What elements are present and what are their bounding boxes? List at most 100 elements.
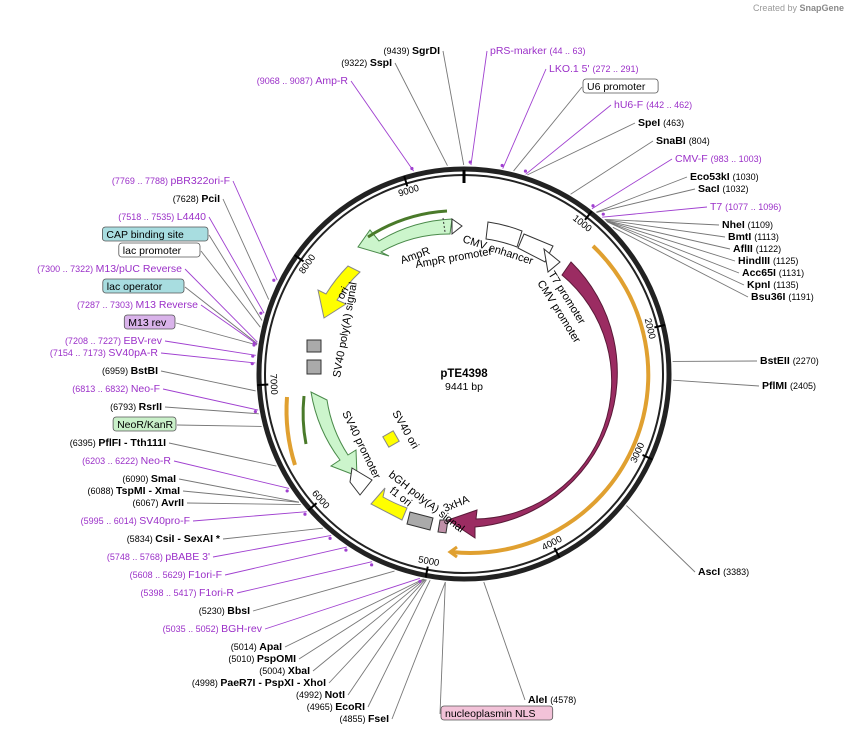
- enzyme-site-label[interactable]: (4998) PaeR7I - PspXI - XhoI: [192, 677, 326, 689]
- tick-label: 2000: [642, 317, 658, 340]
- enzyme-site-label[interactable]: (6793) RsrII: [110, 401, 162, 413]
- leader-line: [192, 511, 307, 522]
- enzyme-site-label[interactable]: (9439) SgrDI: [383, 45, 440, 57]
- enzyme-site-label[interactable]: (9322) SspI: [341, 57, 392, 69]
- enzyme-site-label[interactable]: Eco53kI (1030): [690, 171, 759, 183]
- f1-ori-arc[interactable]: [370, 487, 408, 521]
- primer-label[interactable]: LKO.1 5' (272 .. 291): [549, 63, 638, 75]
- primer-label[interactable]: (5995 .. 6014) SV40pro-F: [81, 515, 190, 527]
- enzyme-site-label[interactable]: Acc65I (1131): [742, 267, 804, 279]
- label-name: L4440: [177, 211, 206, 223]
- primer-label[interactable]: (9068 .. 9087) Amp-R: [257, 75, 349, 87]
- enzyme-text: (4992) NotI: [296, 689, 345, 701]
- feature-box-label[interactable]: U6 promoter: [582, 78, 659, 94]
- enzyme-site-label[interactable]: AleI (4578): [528, 694, 576, 706]
- cmv-enhancer-arc[interactable]: [485, 221, 523, 248]
- enzyme-site-label[interactable]: (6959) BstBI: [102, 365, 158, 377]
- label-position: (5230): [199, 606, 228, 616]
- feature-box-label[interactable]: lac promoter: [118, 242, 201, 258]
- enzyme-site-label[interactable]: SacI (1032): [698, 183, 749, 195]
- primer-label[interactable]: (6203 .. 6222) Neo-R: [82, 455, 171, 467]
- enzyme-site-label[interactable]: (4965) EcoRI: [307, 701, 365, 713]
- tick-mark: [257, 383, 269, 387]
- label-position: (7287 .. 7303): [77, 300, 136, 310]
- leader-line: [442, 50, 465, 166]
- enzyme-site-label[interactable]: SnaBI (804): [656, 135, 710, 147]
- enzyme-site-label[interactable]: (5010) PspOMI: [228, 653, 296, 665]
- ori-arc[interactable]: [317, 265, 361, 319]
- enzyme-text: (4998) PaeR7I - PspXI - XhoI: [192, 677, 326, 689]
- feature-box-label[interactable]: CAP binding site: [102, 226, 209, 242]
- enzyme-site-label[interactable]: (6088) TspMI - XmaI: [87, 485, 180, 497]
- enzyme-site-label[interactable]: AflII (1122): [733, 243, 781, 255]
- enzyme-site-label[interactable]: (7628) PciI: [173, 193, 220, 205]
- enzyme-site-label[interactable]: (5014) ApaI: [231, 641, 282, 653]
- label-name: SnaBI: [656, 135, 689, 147]
- enzyme-site-label[interactable]: PflMI (2405): [762, 380, 816, 392]
- label-position: (5004): [259, 666, 288, 676]
- label-name: SacI: [698, 183, 723, 195]
- primer-label[interactable]: (5748 .. 5768) pBABE 3': [107, 551, 210, 563]
- primer-label[interactable]: pRS-marker (44 .. 63): [490, 45, 586, 57]
- label-position: (6067): [133, 498, 162, 508]
- primer-label[interactable]: (7518 .. 7535) L4440: [118, 211, 206, 223]
- enzyme-site-label[interactable]: SpeI (463): [638, 117, 684, 129]
- sv40-ori-block[interactable]: [382, 430, 400, 448]
- enzyme-text: (6395) PflFI - Tth111I: [70, 437, 166, 449]
- enzyme-site-label[interactable]: BstEII (2270): [760, 355, 819, 367]
- feature-box-label[interactable]: lac operator: [102, 278, 185, 294]
- leader-line: [212, 534, 332, 558]
- primer-site-mark: [418, 579, 422, 583]
- primer-label[interactable]: T7 (1077 .. 1096): [710, 201, 781, 213]
- primer-label[interactable]: (7769 .. 7788) pBR322ori-F: [112, 175, 230, 187]
- enzyme-site-label[interactable]: (4855) FseI: [339, 713, 389, 725]
- feature-box-label[interactable]: NeoR/KanR: [112, 416, 177, 432]
- enzyme-site-label[interactable]: Bsu36I (1191): [751, 291, 814, 303]
- primer-label[interactable]: (5398 .. 5417) F1ori-R: [140, 587, 234, 599]
- enzyme-site-label[interactable]: BmtI (1113): [728, 231, 779, 243]
- lbcpf1-orf-arc: [451, 244, 651, 555]
- primer-label[interactable]: CMV-F (983 .. 1003): [675, 153, 762, 165]
- ampr-arc[interactable]: [357, 218, 453, 257]
- leader-line: [391, 581, 446, 720]
- enzyme-site-label[interactable]: KpnI (1135): [747, 279, 799, 291]
- enzyme-site-label[interactable]: HindIII (1125): [738, 255, 798, 267]
- primer-text: (5398 .. 5417) F1ori-R: [140, 587, 234, 599]
- tick-mark: [307, 502, 318, 512]
- label-name: CMV-F: [675, 153, 711, 165]
- label-position: (1131): [779, 268, 804, 278]
- bgh-polya-block[interactable]: [406, 511, 434, 531]
- label-position: (4578): [550, 695, 576, 705]
- enzyme-site-label[interactable]: NheI (1109): [722, 219, 773, 231]
- label-name: SpeI: [638, 117, 663, 129]
- 3xha-block[interactable]: [437, 519, 449, 534]
- enzyme-site-label[interactable]: (4992) NotI: [296, 689, 345, 701]
- primer-label[interactable]: (7208 .. 7227) EBV-rev: [65, 335, 163, 347]
- primer-label[interactable]: (6813 .. 6832) Neo-F: [72, 383, 160, 395]
- enzyme-site-label[interactable]: (6067) AvrII: [133, 497, 185, 509]
- feature-box-label[interactable]: M13 rev: [123, 314, 176, 330]
- label-position: (4992): [296, 690, 325, 700]
- leader-line: [186, 502, 301, 505]
- enzyme-site-label[interactable]: (5230) BbsI: [199, 605, 250, 617]
- label-name: Amp-R: [315, 75, 348, 87]
- primer-label[interactable]: hU6-F (442 .. 462): [614, 99, 692, 111]
- enzyme-text: (5004) XbaI: [259, 665, 310, 677]
- primer-label[interactable]: (7154 .. 7173) SV40pA-R: [50, 347, 159, 359]
- primer-label[interactable]: (5035 .. 5052) BGH-rev: [163, 623, 263, 635]
- leader-line: [164, 406, 259, 415]
- enzyme-site-label[interactable]: (5004) XbaI: [259, 665, 310, 677]
- primer-label[interactable]: (7287 .. 7303) M13 Reverse: [77, 299, 198, 311]
- sv40-polya-block[interactable]: [306, 339, 322, 353]
- primer-site-mark: [410, 166, 414, 171]
- lbcpf1-arc[interactable]: [446, 261, 618, 539]
- feature-box-label[interactable]: nucleoplasmin NLS: [440, 705, 554, 721]
- primer-label[interactable]: (7300 .. 7322) M13/pUC Reverse: [37, 263, 182, 275]
- enzyme-site-label[interactable]: AscI (3383): [698, 566, 749, 578]
- primer-label[interactable]: (5608 .. 5629) F1ori-F: [130, 569, 222, 581]
- leader-line: [208, 234, 263, 321]
- enzyme-site-label[interactable]: (6395) PflFI - Tth111I: [70, 437, 166, 449]
- enzyme-site-label[interactable]: (5834) CsiI - SexAI *: [127, 533, 221, 545]
- label-position: (9068 .. 9087): [257, 76, 316, 86]
- enzyme-site-label[interactable]: (6090) SmaI: [122, 473, 176, 485]
